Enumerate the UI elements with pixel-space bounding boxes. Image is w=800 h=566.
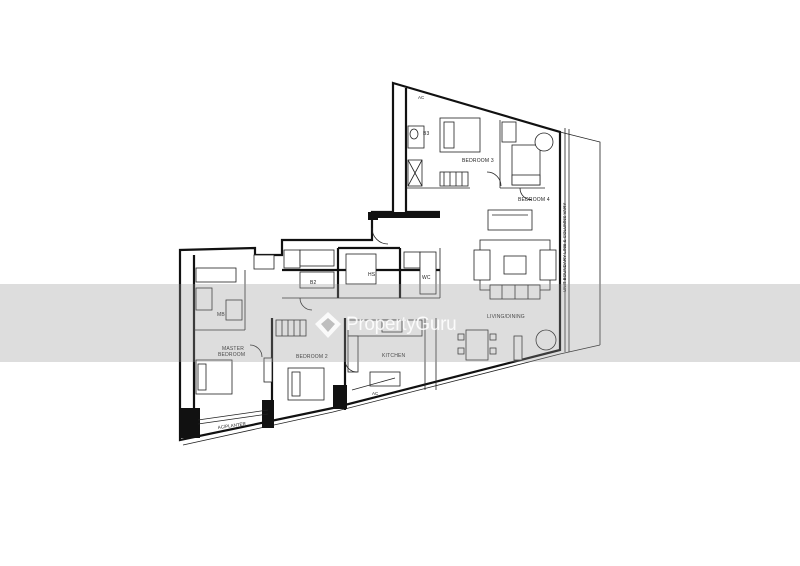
bedroom2-furniture <box>263 319 325 401</box>
propertyguru-logo-icon <box>315 312 341 338</box>
watermark-band <box>0 284 800 362</box>
label-b2: B2 <box>310 280 317 286</box>
label-kitchen: KITCHEN <box>382 353 406 359</box>
label-bedroom3: BEDROOM 3 <box>462 158 494 164</box>
label-wc: WC <box>422 275 431 281</box>
living-dining-furniture <box>457 239 557 361</box>
label-boundary-note: UNIT BOUNDARY LINE & COLUMNS VARY <box>562 203 567 292</box>
bedroom3-furniture <box>407 117 502 187</box>
label-ac-top: AC <box>418 95 425 100</box>
bedroom4-furniture <box>487 121 554 231</box>
label-hs: HS <box>368 272 376 278</box>
label-master-bedroom-2: BEDROOM <box>218 352 245 358</box>
ac-planter-strip <box>197 409 269 425</box>
interior-walls <box>192 88 545 428</box>
label-ac-planter: AC/PLANTER <box>217 421 246 430</box>
label-bedroom4: BEDROOM 4 <box>518 197 550 203</box>
label-ac-kitchen: AC <box>372 391 379 396</box>
label-master-bedroom-1: MASTER <box>222 346 244 352</box>
kitchen-fixtures <box>347 319 423 391</box>
door-swings <box>249 227 389 373</box>
label-bedroom2: BEDROOM 2 <box>296 354 328 360</box>
service-area-fixtures <box>195 249 437 321</box>
label-living-dining: LIVING/DINING <box>487 314 525 320</box>
watermark: PropertyGuru <box>313 309 457 341</box>
master-bedroom-furniture <box>195 359 233 395</box>
watermark-brand: PropertyGuru <box>346 314 457 335</box>
label-mb: MB <box>217 312 225 318</box>
label-b3: B3 <box>423 131 430 137</box>
